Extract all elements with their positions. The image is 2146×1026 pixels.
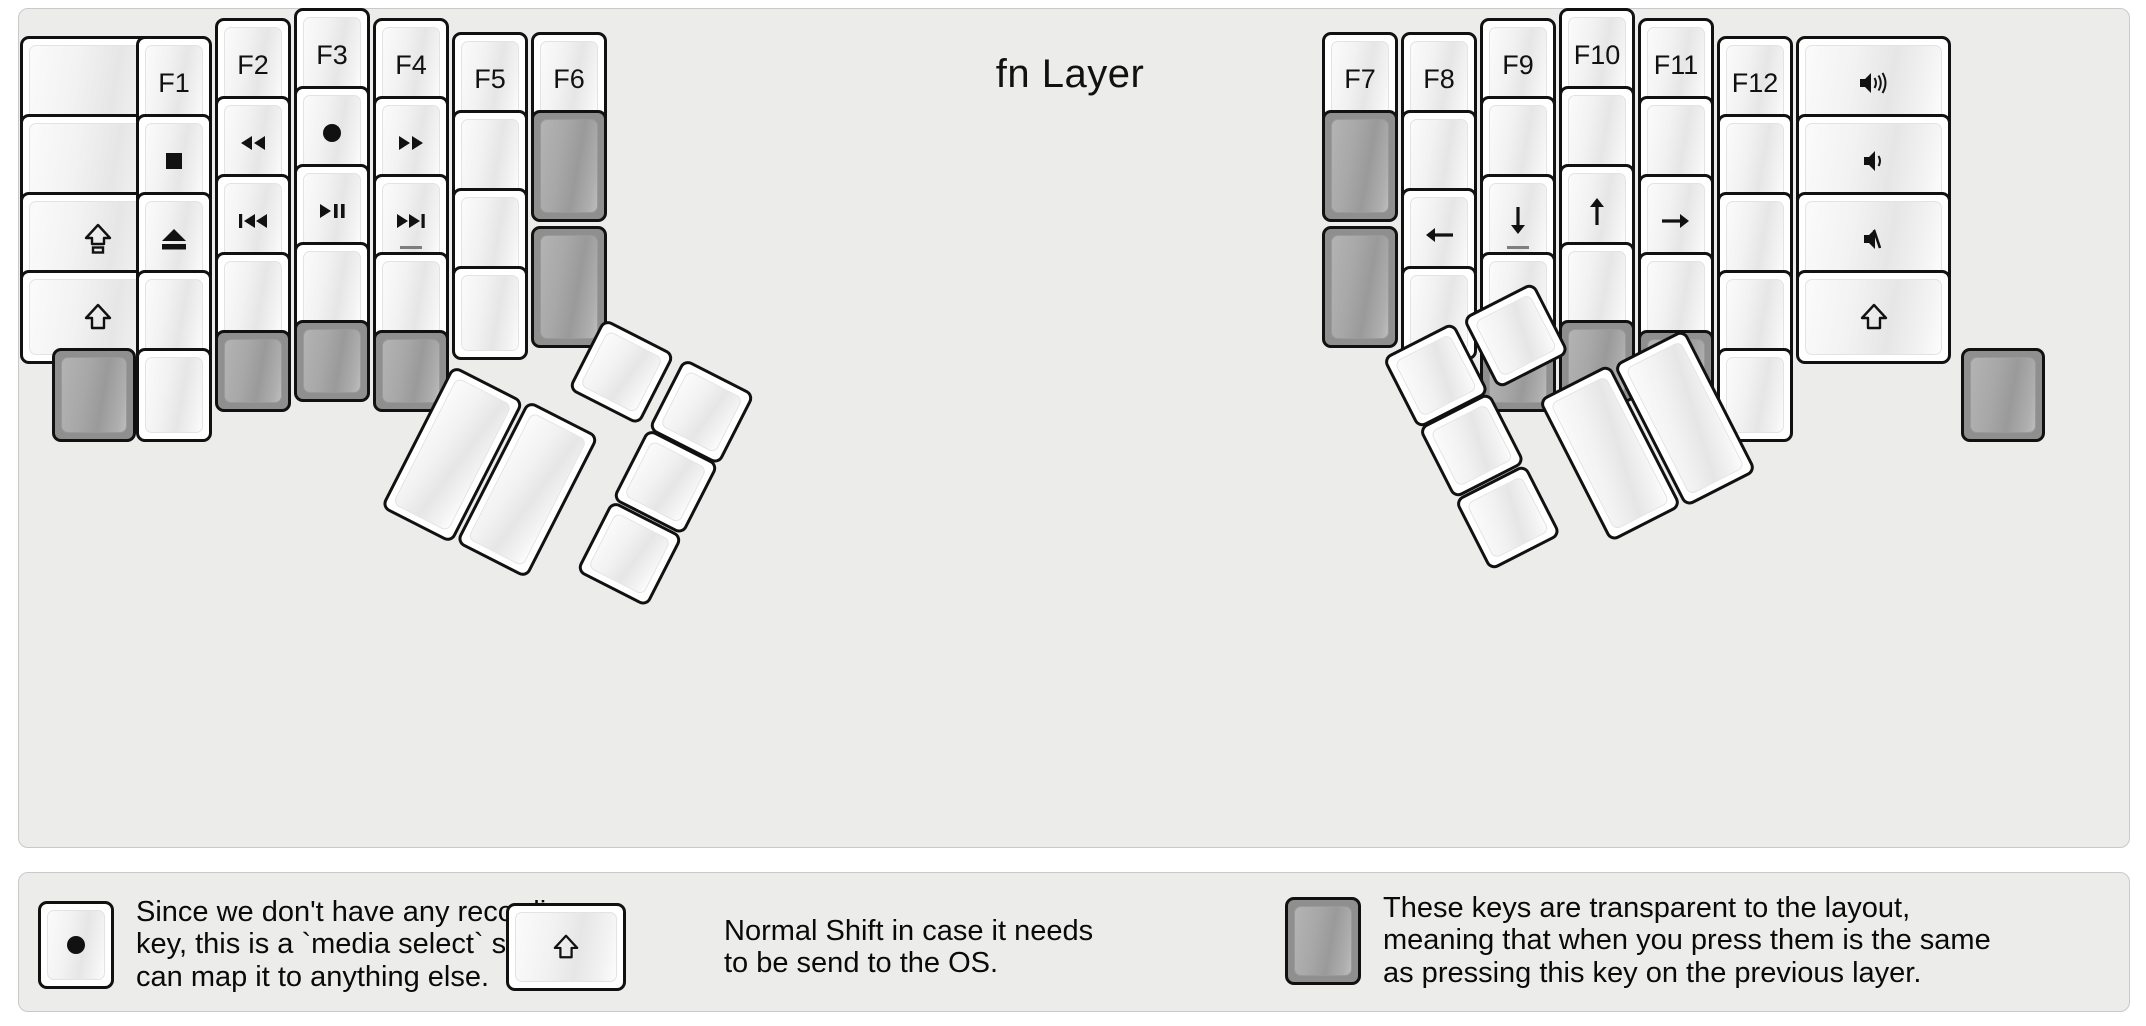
legend-keycap (506, 903, 626, 991)
keycap-surface (224, 339, 282, 403)
right-col-pinky-outer-key-1-volume-up[interactable] (1796, 36, 1951, 130)
left-col-pinky-outer-key-5-transparent[interactable] (52, 348, 136, 442)
keycap-surface (1726, 279, 1784, 355)
right-col-inner-key-3-transparent[interactable] (1322, 226, 1398, 348)
keycap-surface (1568, 95, 1626, 171)
legend-normal-shift: Normal Shift in case it needs to be send… (506, 903, 1093, 991)
keycap-surface (382, 105, 440, 181)
left-col-inner-key-2-transparent[interactable] (531, 110, 607, 222)
keycap-surface (145, 123, 203, 199)
keycap-surface (1466, 475, 1550, 560)
keycap-surface (1805, 45, 1942, 121)
keycap-surface (145, 201, 203, 277)
keycap-surface (1331, 235, 1389, 339)
keycap-surface (1726, 201, 1784, 277)
keycap-surface (145, 279, 203, 355)
keycap-surface (540, 119, 598, 213)
legend-panel (18, 872, 2130, 1012)
keycap-surface (1726, 123, 1784, 199)
right-col-pinky-key-4[interactable] (1717, 270, 1793, 364)
keycap-surface (1331, 119, 1389, 213)
keycap-surface (1568, 251, 1626, 327)
legend-normal-shift-text: Normal Shift in case it needs to be send… (724, 914, 1094, 979)
keycap-surface (623, 440, 708, 524)
keycap-surface (1410, 41, 1468, 117)
legend-key-media-select (38, 900, 114, 989)
right-col-pinky-key-3[interactable] (1717, 192, 1793, 286)
keycap-surface (224, 183, 282, 259)
keycap-surface (303, 251, 361, 327)
right-col-middle-key-2[interactable] (1559, 86, 1635, 180)
keycap-surface (1568, 173, 1626, 249)
legend-key-transparent (1285, 896, 1361, 985)
keycap-surface (303, 95, 361, 171)
keycap-surface (540, 235, 598, 339)
legend-media-select: Since we don't have any recording key, t… (38, 896, 587, 993)
right-col-pinky-key-5[interactable] (1717, 348, 1793, 442)
keycap-surface (1647, 261, 1705, 337)
keycap-surface (1474, 293, 1558, 378)
keycap-surface (224, 27, 282, 103)
keycap-surface (303, 173, 361, 249)
keycap-surface (461, 41, 519, 117)
keycap-surface (579, 330, 664, 414)
keycap-surface (382, 183, 440, 259)
keycap-surface (1647, 183, 1705, 259)
keycap-surface (515, 912, 617, 982)
keycap-surface (461, 197, 519, 273)
legend-key-normal-shift (506, 903, 626, 991)
right-col-inner-key-2-transparent[interactable] (1322, 110, 1398, 222)
legend-keycap (1285, 896, 1361, 985)
left-col-index-inner-key-4[interactable] (452, 266, 528, 360)
left-col-index-key-5-transparent[interactable] (373, 330, 449, 412)
keycap-surface (382, 27, 440, 103)
right-col-pinky-outer-key-5-transparent[interactable] (1961, 348, 2045, 442)
keycap-surface (1647, 105, 1705, 181)
keycap-surface (145, 45, 203, 121)
keycap-surface (382, 339, 440, 403)
left-col-ring-key-5-transparent[interactable] (215, 330, 291, 412)
keycap-surface (1647, 27, 1705, 103)
keycap-surface (382, 261, 440, 337)
right-col-pinky-outer-key-4-shift[interactable] (1796, 270, 1951, 364)
legend-transparent-key: These keys are transparent to the layout… (1285, 892, 1991, 989)
keycap-surface (1805, 123, 1942, 199)
right-col-middle-key-4[interactable] (1559, 242, 1635, 336)
keycap-surface (303, 17, 361, 93)
legend-keycap (38, 900, 114, 989)
legend-transparent-key-text: These keys are transparent to the layout… (1383, 892, 1991, 989)
left-col-pinky-key-5[interactable] (136, 348, 212, 442)
keycap-surface (1410, 119, 1468, 195)
keycap-surface (303, 329, 361, 393)
keycap-surface (1568, 17, 1626, 93)
keycap-surface (47, 909, 105, 980)
keycap-surface (1294, 905, 1352, 976)
keycap-surface (1331, 41, 1389, 117)
keycap-surface (145, 357, 203, 433)
keycap-surface (1805, 279, 1942, 355)
keycap-surface (1489, 105, 1547, 181)
left-col-middle-key-5-transparent[interactable] (294, 320, 370, 402)
keycap-surface (224, 261, 282, 337)
keycap-surface (587, 512, 672, 596)
keycap-surface (1489, 183, 1547, 259)
keycap-surface (224, 105, 282, 181)
keycap-surface (1410, 197, 1468, 273)
keycap-surface (540, 41, 598, 117)
keycap-surface (1726, 357, 1784, 433)
keycap-surface (1970, 357, 2036, 433)
page-title: fn Layer (995, 52, 1145, 96)
keycap-surface (1726, 45, 1784, 121)
keycap-surface (61, 357, 127, 433)
left-col-inner-key-3-transparent[interactable] (531, 226, 607, 348)
keycap-surface (1805, 201, 1942, 277)
keycap-surface (1489, 27, 1547, 103)
keycap-surface (461, 275, 519, 351)
keycap-surface (461, 119, 519, 195)
